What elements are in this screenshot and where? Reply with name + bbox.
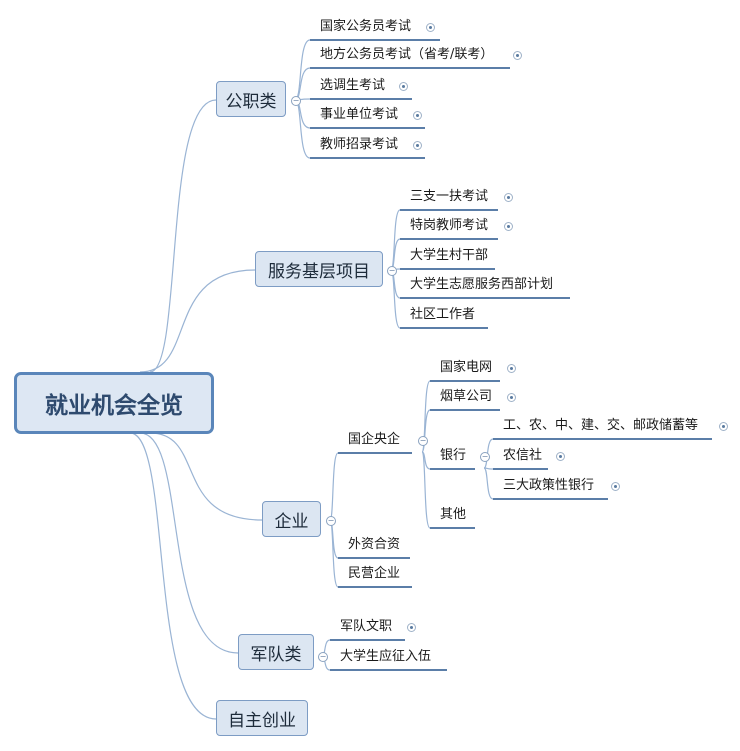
- node-underline: [338, 452, 412, 454]
- connector-leaf: [390, 269, 401, 329]
- collapse-toggle-icon[interactable]: −: [318, 652, 328, 662]
- collapse-toggle-icon[interactable]: −: [326, 516, 336, 526]
- connector-leaf: [421, 451, 431, 529]
- node-label[interactable]: 农信社: [503, 448, 543, 463]
- connector-leaf: [329, 519, 339, 588]
- node-label[interactable]: 银行: [440, 448, 467, 463]
- node-label[interactable]: 国企央企: [348, 432, 401, 447]
- node-label[interactable]: 民营企业: [348, 566, 401, 581]
- node-label[interactable]: 教师招录考试: [320, 137, 399, 152]
- branch-grassroots[interactable]: 服务基层项目: [255, 251, 383, 287]
- connector-branch-startup: [129, 432, 217, 720]
- node-label[interactable]: 三支一扶考试: [410, 189, 489, 204]
- node-underline: [430, 527, 475, 529]
- expand-icon[interactable]: [556, 452, 565, 461]
- node-underline: [493, 498, 608, 500]
- collapse-toggle-icon[interactable]: −: [387, 266, 397, 276]
- connector-leaf: [483, 467, 494, 500]
- node-label[interactable]: 大学生村干部: [410, 248, 489, 263]
- expand-icon[interactable]: [504, 222, 513, 231]
- node-underline: [493, 468, 548, 470]
- connector-leaf: [421, 409, 431, 453]
- node-label[interactable]: 国家电网: [440, 360, 493, 375]
- collapse-toggle-icon[interactable]: −: [291, 96, 301, 106]
- node-label[interactable]: 选调生考试: [320, 78, 386, 93]
- node-underline: [310, 39, 440, 41]
- node-label[interactable]: 事业单位考试: [320, 107, 399, 122]
- connector-branch-grassroots: [139, 269, 256, 373]
- node-underline: [330, 669, 447, 671]
- node-underline: [338, 557, 410, 559]
- node-underline: [400, 268, 495, 270]
- node-label[interactable]: 其他: [440, 507, 467, 522]
- connector-branch-civil-service: [149, 99, 217, 373]
- connector-leaf: [294, 99, 311, 159]
- branch-civil-service[interactable]: 公职类: [216, 81, 286, 117]
- connector-leaf: [329, 452, 339, 521]
- node-underline: [400, 209, 498, 211]
- expand-icon[interactable]: [413, 111, 422, 120]
- node-underline: [330, 639, 405, 641]
- node-underline: [400, 297, 570, 299]
- expand-icon[interactable]: [407, 623, 416, 632]
- node-label[interactable]: 大学生志愿服务西部计划: [410, 277, 554, 292]
- connector-branch-enterprise: [149, 432, 263, 521]
- branch-enterprise[interactable]: 企业: [262, 501, 321, 537]
- expand-icon[interactable]: [426, 23, 435, 32]
- expand-icon[interactable]: [513, 51, 522, 60]
- expand-icon[interactable]: [507, 364, 516, 373]
- expand-icon[interactable]: [413, 141, 422, 150]
- node-underline: [310, 157, 425, 159]
- expand-icon[interactable]: [719, 422, 728, 431]
- node-label[interactable]: 地方公务员考试（省考/联考）: [320, 47, 494, 62]
- node-underline: [493, 438, 712, 440]
- node-label[interactable]: 烟草公司: [440, 389, 493, 404]
- node-underline: [430, 409, 500, 411]
- connector-leaf: [294, 39, 311, 101]
- expand-icon[interactable]: [399, 82, 408, 91]
- expand-icon[interactable]: [611, 482, 620, 491]
- node-label[interactable]: 社区工作者: [410, 307, 476, 322]
- node-label[interactable]: 特岗教师考试: [410, 218, 489, 233]
- expand-icon[interactable]: [504, 193, 513, 202]
- branch-military[interactable]: 军队类: [238, 634, 314, 670]
- expand-icon[interactable]: [507, 393, 516, 402]
- node-underline: [430, 380, 500, 382]
- node-underline: [430, 468, 475, 470]
- node-underline: [310, 67, 510, 69]
- node-label[interactable]: 大学生应征入伍: [340, 649, 432, 664]
- node-underline: [400, 327, 488, 329]
- node-underline: [310, 98, 412, 100]
- node-underline: [338, 586, 412, 588]
- node-label[interactable]: 外资合资: [348, 537, 401, 552]
- node-label[interactable]: 工、农、中、建、交、邮政储蓄等: [503, 418, 699, 433]
- root-node[interactable]: 就业机会全览: [14, 372, 214, 434]
- node-underline: [400, 238, 498, 240]
- collapse-toggle-icon[interactable]: −: [418, 436, 428, 446]
- node-label[interactable]: 国家公务员考试: [320, 19, 412, 34]
- node-label[interactable]: 三大政策性银行: [503, 478, 595, 493]
- branch-startup[interactable]: 自主创业: [216, 700, 308, 736]
- connector-branch-military: [139, 432, 239, 654]
- node-underline: [310, 127, 425, 129]
- collapse-toggle-icon[interactable]: −: [480, 452, 490, 462]
- node-label[interactable]: 军队文职: [340, 619, 393, 634]
